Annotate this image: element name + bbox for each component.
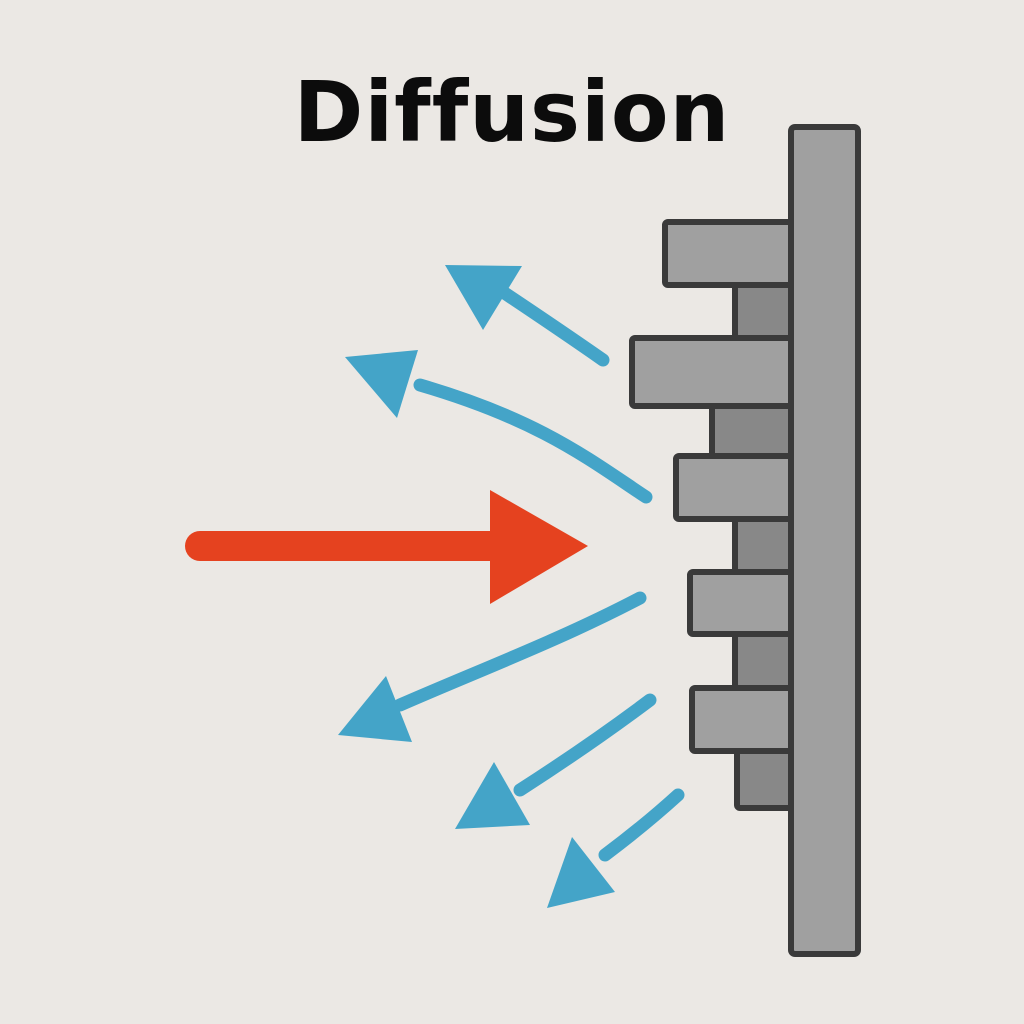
diffuser-block — [673, 453, 796, 522]
diffuser-block — [689, 685, 796, 754]
diffuser-well — [732, 629, 796, 693]
diagram-title: Diffusion — [293, 63, 731, 161]
diffuser-panel — [629, 124, 861, 957]
scattered-wave-arrow — [338, 591, 647, 742]
scattered-wave-arrow — [455, 693, 657, 829]
scattered-wave-arrow — [445, 265, 610, 367]
diffuser-well — [732, 511, 796, 577]
diffuser-block — [662, 219, 796, 288]
diffuser-block — [687, 569, 796, 637]
scattered-wave-arrows — [338, 265, 685, 908]
diffuser-well — [734, 747, 796, 811]
scattered-wave-arrow — [547, 788, 685, 908]
diffuser-backplate — [788, 124, 861, 957]
scattered-wave-arrow — [345, 350, 653, 504]
diffuser-block — [629, 335, 796, 409]
incident-wave-arrow — [185, 490, 588, 604]
diffuser-well — [709, 399, 796, 463]
